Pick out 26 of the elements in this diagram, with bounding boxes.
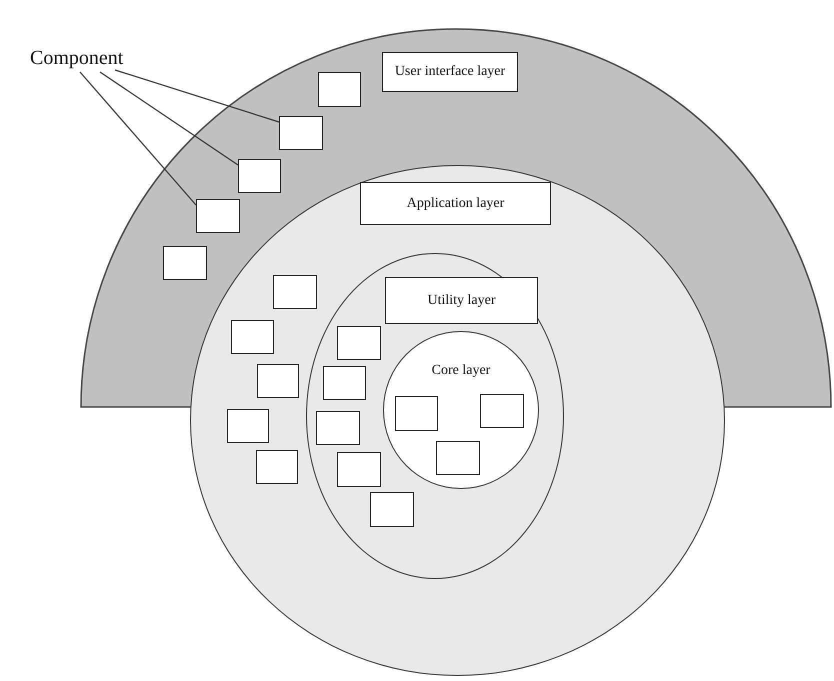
component-box — [238, 159, 281, 193]
leader-line — [114, 69, 280, 123]
layer-label: Application layer — [360, 182, 551, 225]
component-box — [337, 452, 381, 487]
component-box — [436, 441, 480, 475]
component-box — [395, 396, 438, 431]
component-box — [227, 409, 269, 443]
component-box — [323, 366, 366, 400]
component-box — [163, 246, 207, 280]
callout-label: Component — [30, 44, 150, 72]
component-box — [196, 199, 240, 233]
layer-label: Core layer — [430, 362, 492, 380]
component-box — [480, 394, 524, 428]
component-box — [273, 275, 317, 309]
component-box — [279, 116, 323, 150]
component-box — [257, 364, 299, 398]
component-box — [370, 492, 414, 527]
leader-line — [80, 72, 196, 206]
component-box — [231, 320, 274, 354]
layer-label: User interface layer — [382, 52, 518, 92]
layer-label: Utility layer — [385, 277, 538, 324]
component-box — [318, 72, 361, 107]
component-box — [256, 450, 298, 484]
component-box — [337, 326, 381, 360]
leader-line — [100, 72, 238, 166]
component-box — [316, 411, 360, 445]
